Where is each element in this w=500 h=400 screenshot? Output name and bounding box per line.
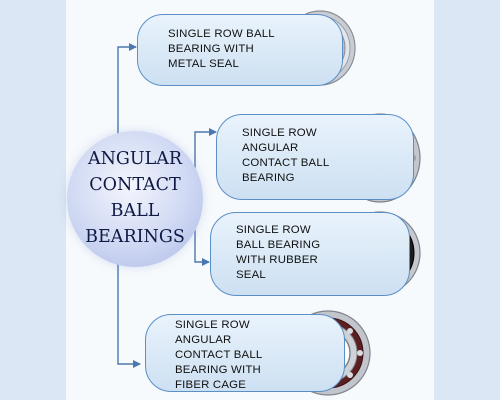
background-band-left bbox=[0, 0, 66, 400]
connector-item-2 bbox=[194, 128, 217, 169]
background-band-right bbox=[434, 0, 500, 400]
pill-item-1 bbox=[137, 14, 343, 86]
central-hub-circle bbox=[67, 131, 203, 267]
pill-item-2 bbox=[216, 114, 414, 200]
connector-item-3 bbox=[194, 229, 210, 266]
connector-item-1 bbox=[117, 43, 137, 134]
pill-item-3 bbox=[210, 212, 410, 296]
pill-item-4 bbox=[145, 314, 345, 392]
connector-item-4 bbox=[117, 264, 141, 368]
central-hub-title: ANGULAR CONTACT BALL BEARINGS bbox=[85, 149, 185, 247]
